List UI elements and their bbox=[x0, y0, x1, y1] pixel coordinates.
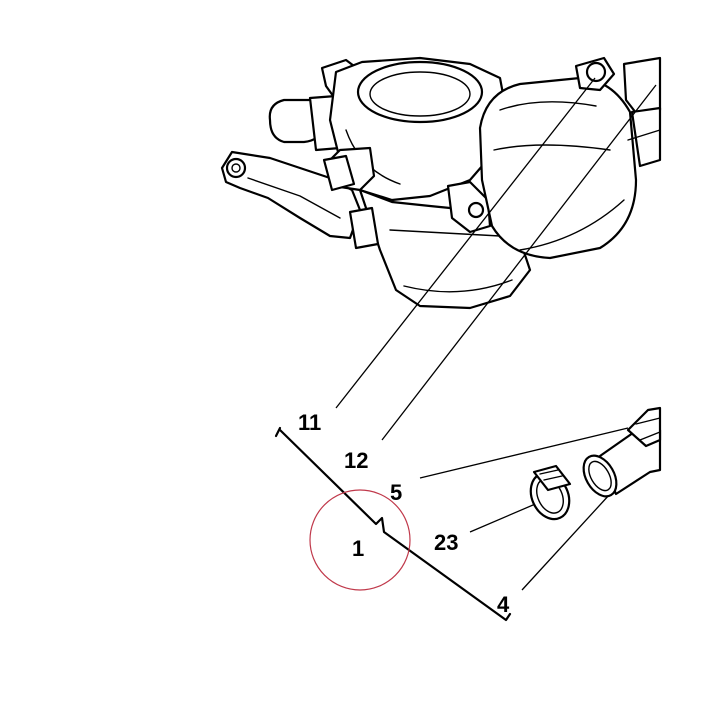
highlight-circle bbox=[309, 489, 411, 591]
leader-23 bbox=[469, 501, 541, 533]
leader-lines bbox=[335, 77, 657, 591]
callout-11: 11 bbox=[298, 410, 321, 435]
callout-1: 1 bbox=[352, 536, 364, 561]
bracket-frame bbox=[274, 426, 512, 622]
tube-part-4 bbox=[582, 406, 662, 498]
leader-12 bbox=[381, 84, 657, 441]
leader-5 bbox=[419, 427, 629, 479]
callout-labels: 11 12 5 23 1 4 bbox=[298, 410, 510, 617]
throttle-body-assembly bbox=[220, 56, 662, 310]
callout-5: 5 bbox=[390, 480, 402, 505]
leader-11 bbox=[335, 77, 596, 409]
leader-4 bbox=[521, 493, 611, 591]
callout-23: 23 bbox=[434, 530, 458, 555]
hose-clamp-part-23 bbox=[529, 464, 572, 521]
callout-12: 12 bbox=[344, 448, 368, 473]
callout-4: 4 bbox=[497, 592, 510, 617]
